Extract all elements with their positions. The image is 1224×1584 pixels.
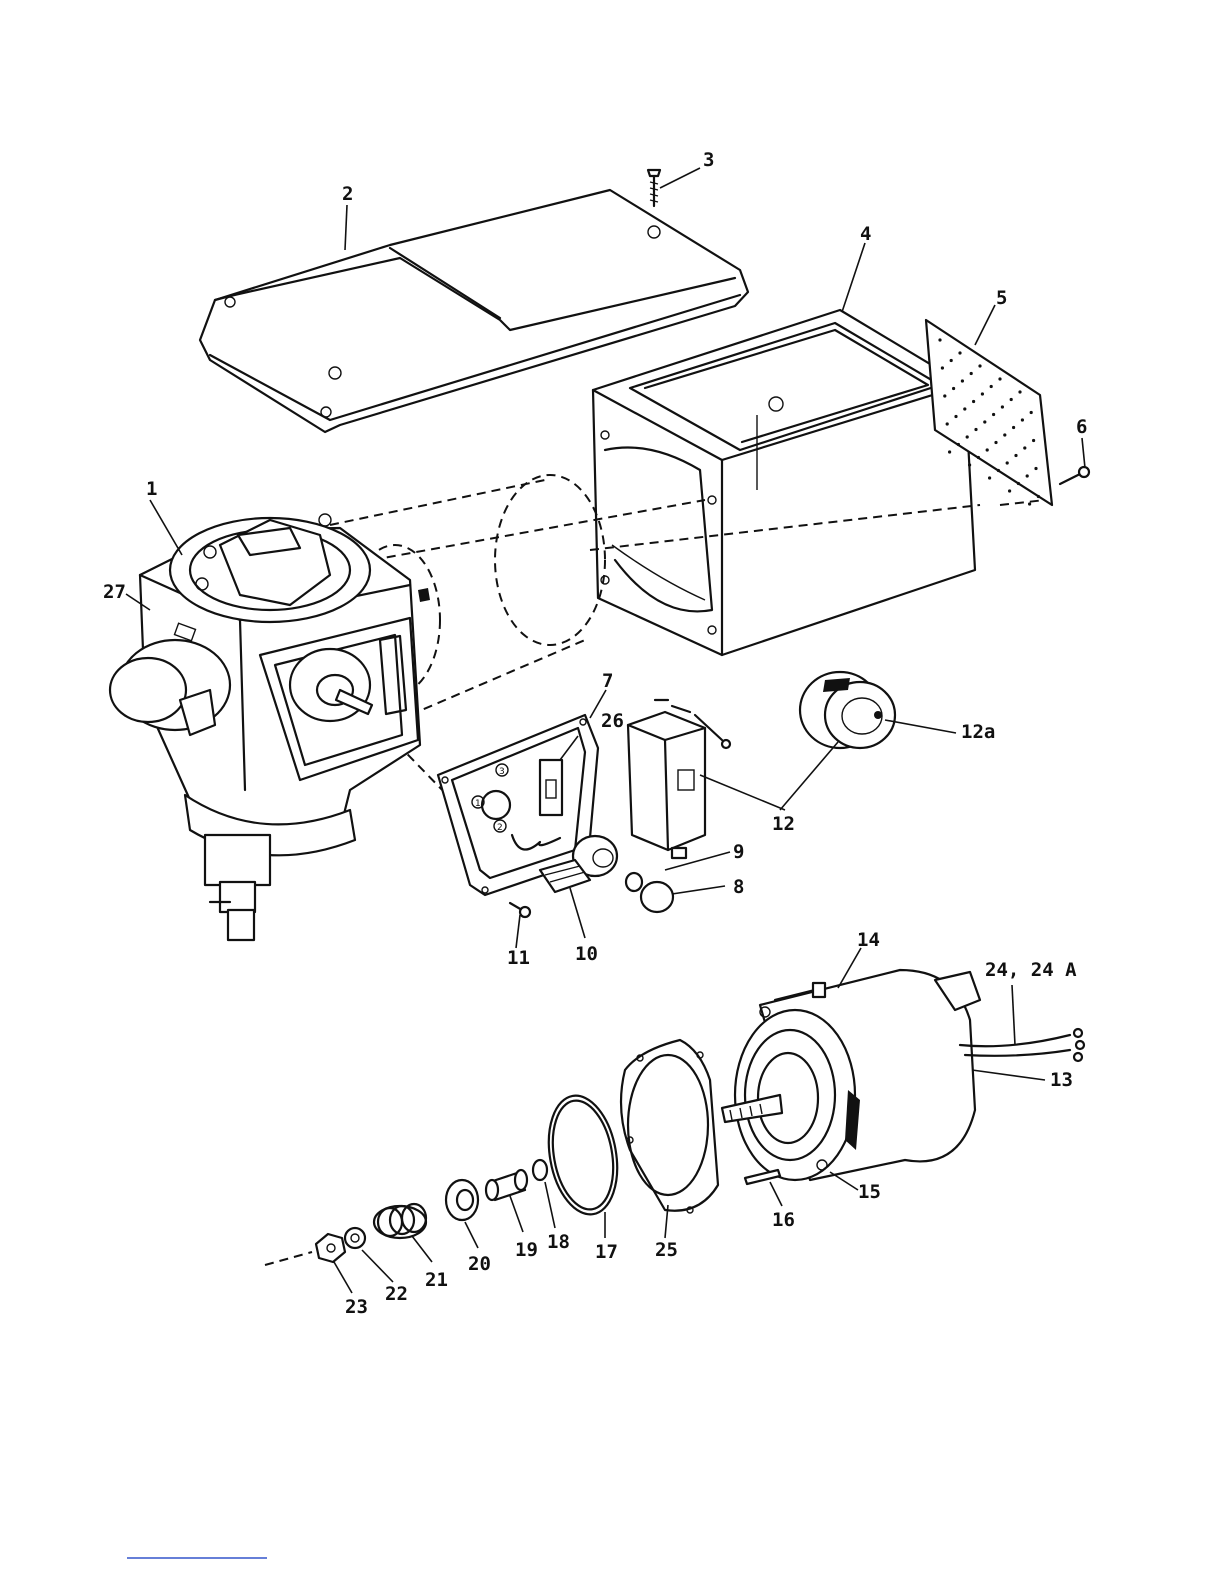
callout-21: 21 [425, 1269, 448, 1291]
perforation-hole [977, 456, 980, 459]
perforation-hole [1032, 439, 1035, 442]
bearing-part-20 [446, 1180, 478, 1220]
callout-22: 22 [385, 1283, 408, 1305]
motor-housing-part-4 [593, 310, 975, 655]
perforation-hole [1012, 426, 1015, 429]
callout-7: 7 [602, 670, 613, 692]
perforation-hole [997, 469, 1000, 472]
perforation-hole [986, 448, 989, 451]
screw-part-3 [648, 170, 660, 206]
perforation-hole [1037, 495, 1040, 498]
perforation-hole [1030, 411, 1033, 414]
panel-mark-1: 1 [475, 799, 481, 809]
perforation-hole [961, 379, 964, 382]
cap-part-8 [641, 882, 673, 912]
callout-9: 9 [733, 841, 744, 863]
callout-8: 8 [733, 876, 744, 898]
sleeve-part-19 [486, 1170, 527, 1200]
perforation-hole [988, 476, 991, 479]
switch-box-part-12 [628, 700, 730, 858]
callout-25: 25 [655, 1239, 678, 1261]
callout-27: 27 [103, 581, 126, 603]
perforation-hole [954, 415, 957, 418]
motor-part-13 [722, 970, 1084, 1180]
perforation-hole [1018, 390, 1021, 393]
panel-mark-2: 2 [497, 823, 503, 833]
perforation-hole [998, 377, 1001, 380]
perforation-hole [983, 420, 986, 423]
perforation-hole [966, 435, 969, 438]
callout-16: 16 [772, 1209, 795, 1231]
callout-12: 12 [772, 813, 795, 835]
perforation-hole [1017, 482, 1020, 485]
callout-18: 18 [547, 1231, 570, 1253]
callout-4: 4 [860, 223, 871, 245]
callout-24: 24, 24 A [985, 959, 1077, 981]
callout-5: 5 [996, 287, 1007, 309]
key-part-16 [745, 1170, 780, 1184]
perforation-hole [1034, 467, 1037, 470]
perforation-hole [990, 385, 993, 388]
gasket-part-25 [621, 1040, 718, 1213]
nut-part-23 [265, 1234, 345, 1265]
screw-part-11 [510, 903, 530, 917]
callout-19: 19 [515, 1239, 538, 1261]
perforation-hole [974, 428, 977, 431]
callout-26: 26 [601, 710, 624, 732]
perforation-hole [946, 422, 949, 425]
perforation-hole [1023, 446, 1026, 449]
callout-12a: 12a [961, 721, 995, 743]
panel-mark-3: 3 [499, 767, 505, 777]
rotary-switch-part-12a [800, 672, 895, 748]
perforation-hole [994, 441, 997, 444]
perforation-hole [943, 394, 946, 397]
perforation-hole [952, 387, 955, 390]
washer-part-18 [533, 1160, 547, 1180]
perforation-hole [1006, 461, 1009, 464]
perforation-hole [1021, 418, 1024, 421]
perforation-hole [1001, 405, 1004, 408]
nut-part-9 [626, 873, 642, 891]
callout-17: 17 [595, 1241, 618, 1263]
worm-part-21 [374, 1204, 426, 1238]
o-ring-part-17 [540, 1090, 626, 1220]
perforation-hole [968, 463, 971, 466]
callout-15: 15 [858, 1181, 881, 1203]
callout-3: 3 [703, 149, 714, 171]
callout-11: 11 [507, 947, 530, 969]
callout-23: 23 [345, 1296, 368, 1318]
callout-20: 20 [468, 1253, 491, 1275]
perforation-hole [981, 392, 984, 395]
perforation-hole [957, 443, 960, 446]
perforation-hole [992, 413, 995, 416]
perforation-hole [1028, 502, 1031, 505]
perforation-hole [958, 351, 961, 354]
callout-14: 14 [857, 929, 880, 951]
perforation-hole [1008, 489, 1011, 492]
lock-washer-part-22 [345, 1228, 365, 1248]
callout-2: 2 [342, 183, 353, 205]
gear-housing-part-1 [110, 514, 430, 940]
perforation-hole [1010, 398, 1013, 401]
callout-13: 13 [1050, 1069, 1073, 1091]
perforation-hole [978, 364, 981, 367]
perforation-hole [948, 450, 951, 453]
perforation-hole [1026, 474, 1029, 477]
perforation-hole [970, 372, 973, 375]
perforation-hole [1003, 433, 1006, 436]
callout-6: 6 [1076, 416, 1087, 438]
callout-1: 1 [146, 478, 157, 500]
perforation-hole [1014, 454, 1017, 457]
callout-10: 10 [575, 943, 598, 965]
screw-part-6 [1060, 467, 1089, 484]
perforation-hole [938, 338, 941, 341]
perforation-hole [972, 400, 975, 403]
perforation-hole [941, 366, 944, 369]
perforation-hole [963, 407, 966, 410]
perforation-hole [950, 359, 953, 362]
